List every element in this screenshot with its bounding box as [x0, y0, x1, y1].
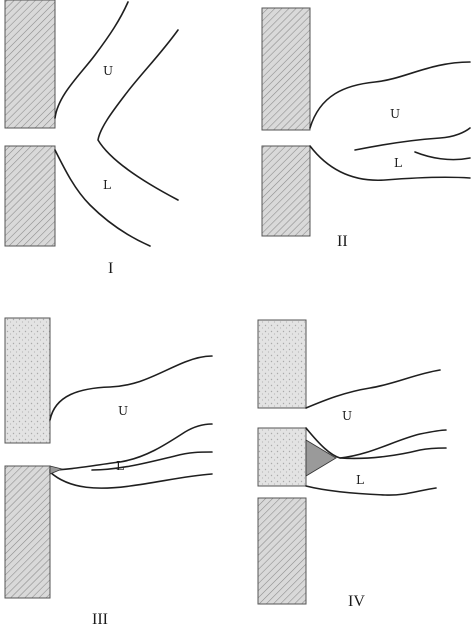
panel-1-numeral: I — [108, 260, 113, 277]
panel-3-middle-outline-b — [92, 452, 212, 470]
panel-2-upper-wall — [262, 8, 310, 130]
panel-3-web — [50, 466, 62, 474]
panel-2-middle-outline-a — [355, 128, 470, 150]
panel-1: U L I — [5, 0, 178, 277]
panel-3-lower-outline — [50, 472, 212, 488]
panel-3-upper-outline — [50, 356, 212, 420]
panel-4-upper-label: U — [342, 409, 352, 423]
panel-1-lower-outline — [55, 150, 150, 246]
panel-3-lower-label: L — [116, 459, 124, 473]
panel-2-numeral: II — [337, 233, 348, 250]
panel-4-lower-label: L — [356, 473, 364, 487]
panel-2-lower-wall — [262, 146, 310, 236]
panel-1-upper-wall — [5, 0, 55, 128]
panel-2-lower-label: L — [394, 156, 402, 170]
panel-4-numeral: IV — [348, 593, 365, 610]
panel-2-upper-label: U — [390, 107, 400, 121]
panel-1-upper-outline-b — [98, 30, 178, 200]
panel-1-lower-label: L — [103, 178, 111, 192]
panel-4-upper-wall — [258, 320, 306, 408]
panel-4-lower-wall — [258, 498, 306, 604]
panel-2-lower-outline — [415, 152, 470, 160]
panel-1-lower-wall — [5, 146, 55, 246]
panel-2-middle-outline-b — [310, 146, 470, 180]
panel-3-middle-outline-a — [50, 424, 212, 470]
panel-1-upper-label: U — [103, 64, 113, 78]
panel-3-upper-label: U — [118, 404, 128, 418]
panel-3-numeral: III — [92, 611, 108, 628]
panel-3: U L III — [5, 318, 212, 628]
panel-3-lower-wall — [5, 466, 50, 598]
panel-4-middle-outline-b — [340, 448, 446, 458]
panel-1-upper-outline-a — [55, 2, 128, 118]
panel-4: U L IV — [258, 320, 446, 610]
panel-3-upper-wall — [5, 318, 50, 443]
panel-4-middle-wall — [258, 428, 306, 486]
panel-4-upper-outline — [306, 370, 440, 408]
panel-4-lower-outline — [306, 486, 436, 495]
panel-2: U L II — [262, 8, 470, 250]
